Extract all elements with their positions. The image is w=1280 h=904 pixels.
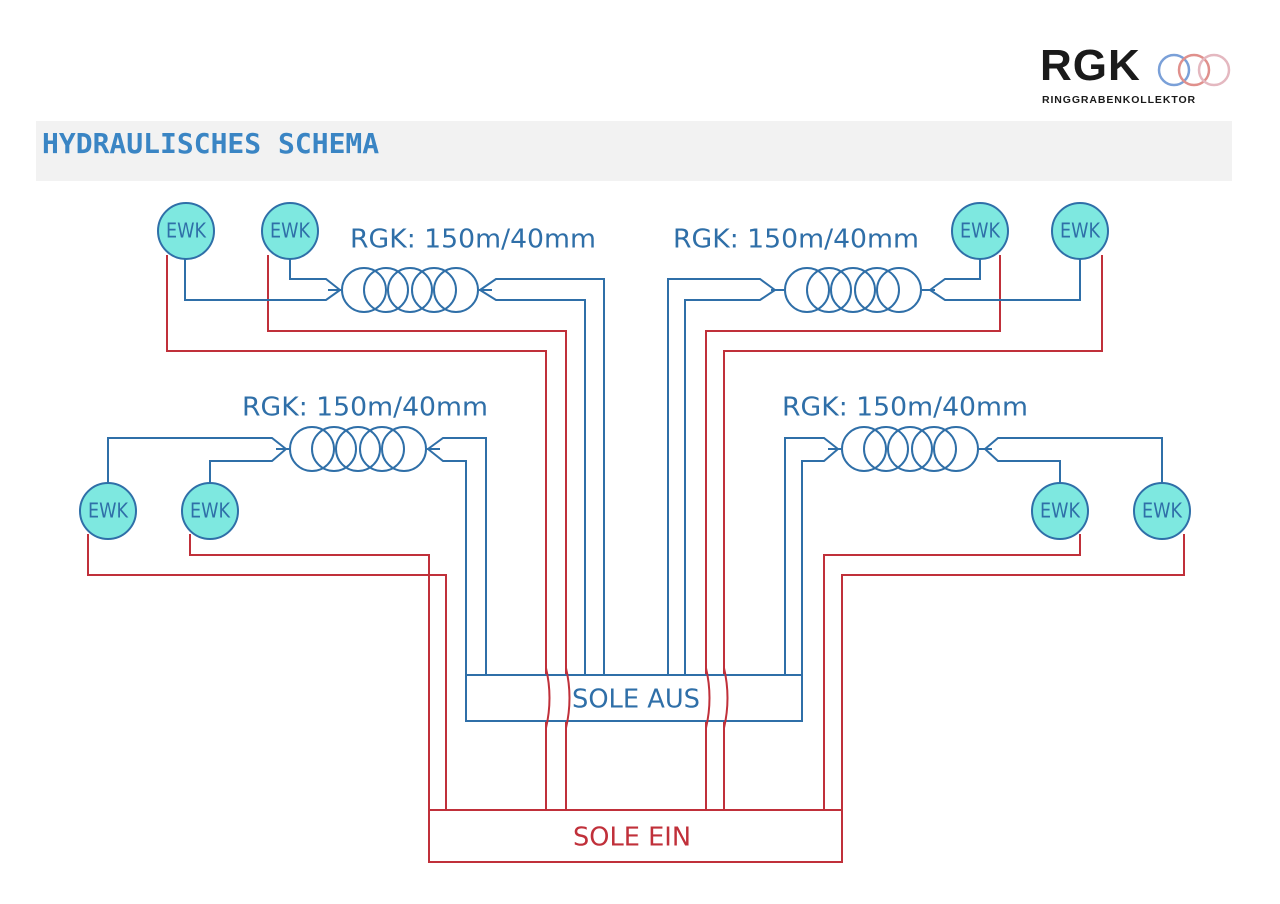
collector-loop [863,426,909,472]
probe-ewk-6: EWK [181,482,239,540]
manifold-out-label: SOLE AUS [572,685,700,715]
probe-circle [951,202,1009,260]
collector-loop [411,267,457,313]
probe-circle [261,202,319,260]
collector-loop [933,426,979,472]
probe-label: EWK [88,499,129,523]
rgk-logo: RGK RINGGRABENKOLLEKTOR [1040,44,1240,110]
collector-loop [341,267,387,313]
ring-collector-1: RGK: 150m/40mm [328,225,596,313]
ring-collector-2: RGK: 150m/40mm [673,225,935,313]
collector-loop [387,267,433,313]
manifold-sole-ein [428,809,843,863]
supply-pipes [87,255,1185,810]
return-pipe-12 [427,448,467,675]
probe-label: EWK [1142,499,1183,523]
pipe-crossing-mark-1 [545,667,551,729]
logo-rings-icon [1157,53,1231,87]
collector-loop [381,426,427,472]
probe-ewk-1: EWK [157,202,215,260]
return-pipe-11 [427,437,487,675]
collector-loop [854,267,900,313]
probe-label: EWK [1060,219,1101,243]
collector-label: RGK: 150m/40mm [350,225,596,255]
collector-label: RGK: 150m/40mm [673,225,919,255]
collector-loop [911,426,957,472]
probe-ewk-2: EWK [261,202,319,260]
return-pipe-4 [479,289,586,675]
return-pipe-15 [784,437,839,675]
collector-loop [433,267,479,313]
supply-pipe-8 [823,534,1081,810]
ring-collector-4: RGK: 150m/40mm [782,393,1028,472]
collector-loop [363,267,409,313]
probe-ewk-7: EWK [1031,482,1089,540]
pipe-crossing-mark-3 [705,667,711,729]
probe-label: EWK [166,219,207,243]
return-pipes [107,255,1163,675]
probe-label: EWK [190,499,231,523]
probe-circle [157,202,215,260]
supply-pipe-3 [723,255,1103,810]
supply-pipe-7 [841,534,1185,810]
return-pipe-7 [667,278,776,675]
probe-circle [1051,202,1109,260]
pipe-crossing-mark-2 [565,667,571,729]
supply-pipe-4 [705,255,1001,810]
probe-ewk-3: EWK [951,202,1009,260]
collector-loop [311,426,357,472]
collector-loop [335,426,381,472]
collector-label: RGK: 150m/40mm [242,393,488,423]
collector-loop [784,267,830,313]
collector-loop [359,426,405,472]
return-pipe-3 [479,278,605,675]
pipe-crossing-mark-4 [723,667,729,729]
manifolds: SOLE EIN SOLE AUS [428,667,843,863]
return-pipe-14 [984,448,1061,487]
return-pipe-6 [929,255,981,291]
collector-label: RGK: 150m/40mm [782,393,1028,423]
return-pipe-1 [184,255,341,301]
ground-probes: EWK EWK EWK EWK EWK EWK EWK EWK [79,202,1191,540]
supply-pipe-5 [87,534,447,810]
return-pipe-5 [929,255,1081,301]
probe-circle [181,482,239,540]
probe-label: EWK [270,219,311,243]
return-pipe-8 [684,289,776,675]
probe-ewk-8: EWK [1133,482,1191,540]
ring-collector-3: RGK: 150m/40mm [242,393,488,472]
manifold-in-label: SOLE EIN [573,823,691,853]
probe-label: EWK [1040,499,1081,523]
probe-circle [1031,482,1089,540]
supply-pipe-2 [267,255,567,810]
collector-loop [876,267,922,313]
collector-loop [841,426,887,472]
probe-circle [79,482,137,540]
logo-wordmark: RGK [1040,41,1141,90]
page-title: HYDRAULISCHES SCHEMA [42,127,380,160]
probe-label: EWK [960,219,1001,243]
return-pipe-9 [107,437,287,487]
return-pipe-10 [209,448,287,487]
supply-pipe-1 [166,255,547,810]
collector-loop [830,267,876,313]
return-pipe-2 [289,255,341,291]
title-bar: HYDRAULISCHES SCHEMA [36,121,1232,181]
logo-subtitle: RINGGRABENKOLLEKTOR [1042,94,1196,106]
return-pipe-13 [984,437,1163,487]
probe-circle [1133,482,1191,540]
collector-loop [289,426,335,472]
probe-ewk-4: EWK [1051,202,1109,260]
collector-loop [806,267,852,313]
manifold-sole-aus [465,674,803,722]
return-pipe-16 [801,448,839,675]
collector-loop [887,426,933,472]
probe-ewk-5: EWK [79,482,137,540]
supply-pipe-6 [189,534,430,810]
